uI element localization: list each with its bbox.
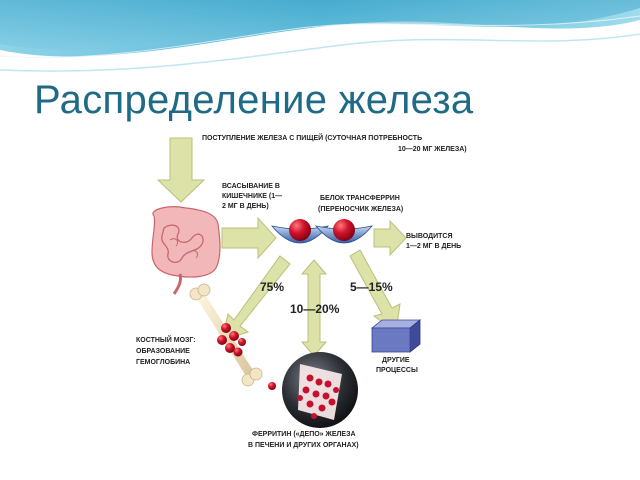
ferritin-percentage: 10—20% xyxy=(290,302,340,316)
transferrin-protein-icon xyxy=(270,219,374,244)
absorption-label-line2: КИШЕЧНИКЕ (1— xyxy=(222,193,283,200)
other-processes-box-icon xyxy=(370,319,422,353)
ferritin-label-line1: ФЕРРИТИН («ДЕПО» ЖЕЛЕЗА xyxy=(252,431,356,438)
intestine-icon xyxy=(151,206,221,295)
marrow-label-line2: ОБРАЗОВАНИЕ xyxy=(136,348,190,355)
absorption-label-line3: 2 МГ В ДЕНЬ) xyxy=(222,203,269,210)
excretion-label-line2: 1—2 МГ В ДЕНЬ xyxy=(406,243,462,250)
marrow-label-line1: КОСТНЫЙ МОЗГ: xyxy=(136,337,196,344)
marrow-label-line3: ГЕМОГЛОБИНА xyxy=(136,359,191,366)
intake-label-line1: ПОСТУПЛЕНИЕ ЖЕЛЕЗА С ПИЩЕЙ (СУТОЧНАЯ ПОТ… xyxy=(202,135,423,142)
intake-label-line2: 10—20 МГ ЖЕЛЕЗА) xyxy=(398,146,467,153)
red-blood-cells-icon xyxy=(217,323,276,390)
excretion-label-line1: ВЫВОДИТСЯ xyxy=(406,233,453,240)
iron-atom-icon xyxy=(333,219,355,241)
other-processes-arrow xyxy=(349,249,401,333)
other-processes-label-line1: ДРУГИЕ xyxy=(382,357,410,364)
marrow-arrow xyxy=(221,255,291,341)
excretion-arrow xyxy=(373,219,407,257)
iron-distribution-diagram: ПОСТУПЛЕНИЕ ЖЕЛЕЗА С ПИЩЕЙ (СУТОЧНАЯ ПОТ… xyxy=(130,128,490,463)
header-wave-decoration xyxy=(0,0,640,72)
transferrin-label-line2: (ПЕРЕНОСЧИК ЖЕЛЕЗА) xyxy=(318,206,404,213)
slide-title: Распределение железа xyxy=(34,78,474,122)
absorption-arrow xyxy=(221,216,277,260)
other-percentage: 5—15% xyxy=(350,280,393,294)
ferritin-label-line2: В ПЕЧЕНИ И ДРУГИХ ОРГАНАХ) xyxy=(248,442,359,449)
ferritin-sphere-icon xyxy=(282,352,358,428)
iron-atom-icon xyxy=(289,219,311,241)
bone-icon xyxy=(189,283,276,390)
transferrin-label-line1: БЕЛОК ТРАНСФЕРРИН xyxy=(320,195,400,202)
marrow-percentage: 75% xyxy=(260,280,285,294)
intake-arrow xyxy=(156,137,206,203)
absorption-label-line1: ВСАСЫВАНИЕ В xyxy=(222,183,280,190)
diagram-graphics xyxy=(151,137,422,428)
other-processes-label-line2: ПРОЦЕССЫ xyxy=(376,367,418,374)
